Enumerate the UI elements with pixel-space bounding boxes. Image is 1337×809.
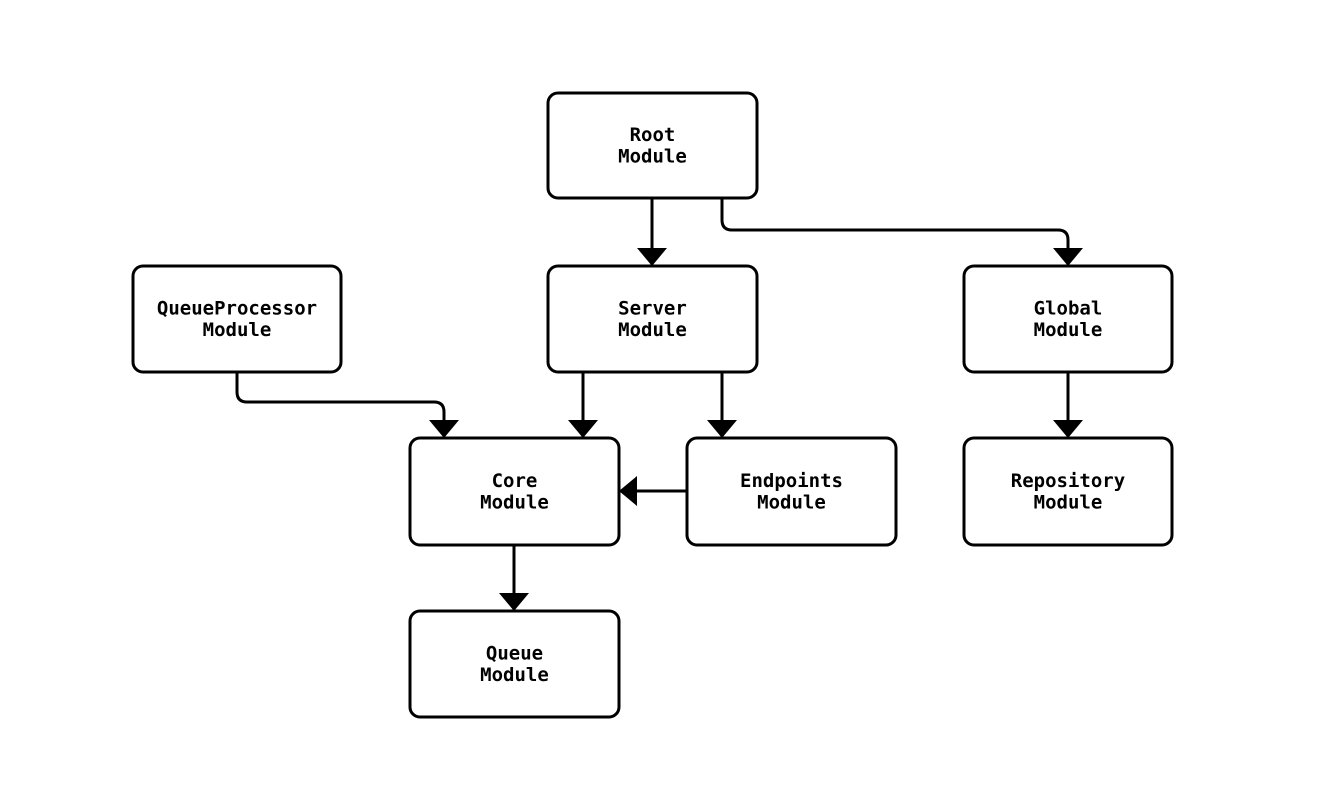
node-label-line: Server — [618, 297, 687, 319]
node-label-line: Module — [618, 145, 687, 167]
node-label-line: Endpoints — [740, 470, 843, 492]
node-box — [962, 264, 1174, 374]
node-label-line: Global — [1034, 297, 1103, 319]
node-box — [962, 436, 1174, 547]
node-label-line: Root — [630, 124, 676, 146]
node-box — [685, 436, 898, 547]
node-label-line: Module — [480, 491, 549, 513]
node-box — [408, 436, 621, 547]
nodes-layer: RootModuleQueueProcessorModuleServerModu… — [131, 91, 1174, 719]
edges-layer — [235, 198, 1083, 611]
node-box — [546, 264, 759, 374]
node-label-line: Repository — [1011, 470, 1125, 492]
node-label-line: Queue — [486, 642, 543, 664]
node-label-line: QueueProcessor — [157, 297, 317, 319]
edge-queueprocessor-module-to-core-module — [235, 372, 459, 438]
node-box — [546, 91, 759, 200]
node-label-line: Module — [203, 319, 272, 341]
node-label-line: Core — [492, 470, 538, 492]
node-box — [408, 609, 621, 719]
node-label-line: Module — [618, 319, 687, 341]
node-label-line: Module — [480, 664, 549, 686]
node-box — [131, 264, 343, 374]
node-label-line: Module — [757, 491, 826, 513]
node-label-line: Module — [1034, 319, 1103, 341]
edge-root-module-to-global-module — [720, 198, 1083, 266]
node-label-line: Module — [1034, 491, 1103, 513]
